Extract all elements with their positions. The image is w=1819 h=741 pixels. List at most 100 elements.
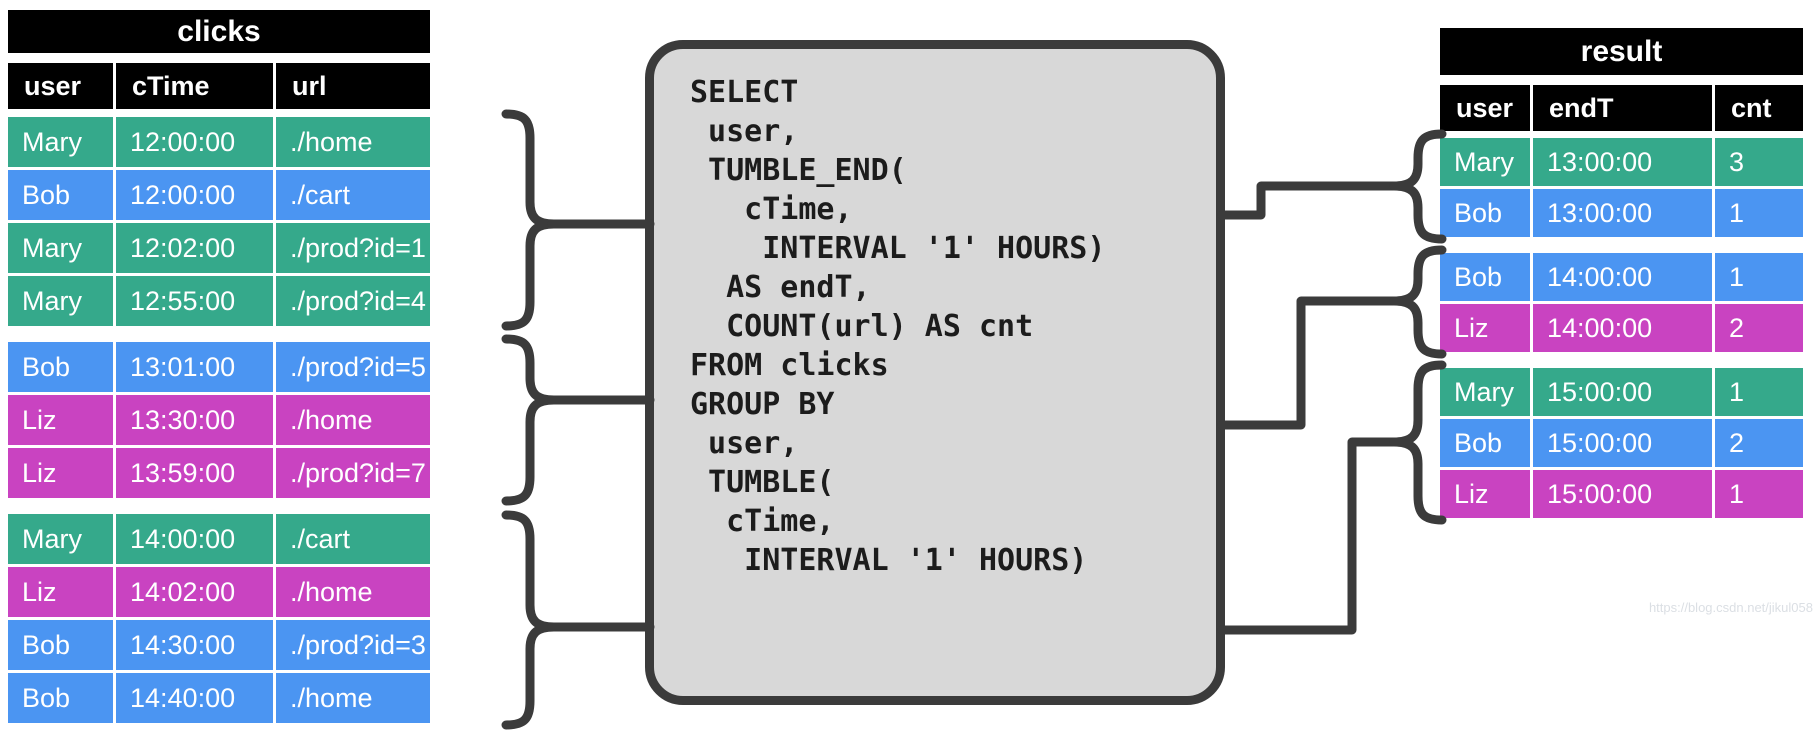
clicks-cell-user: Mary: [8, 276, 113, 326]
result-cell-user: Bob: [1440, 189, 1530, 237]
clicks-header-url: url: [276, 63, 430, 109]
clicks-cell-url: ./prod?id=1: [276, 223, 430, 273]
clicks-header-row: user cTime url: [8, 63, 430, 109]
clicks-cell-url: ./cart: [276, 170, 430, 220]
clicks-group1-brace: [501, 109, 559, 331]
result-header-cnt: cnt: [1715, 85, 1803, 131]
clicks-cell-url: ./prod?id=3: [276, 620, 430, 670]
result-cell-cnt: 2: [1715, 419, 1803, 467]
result-cell-user: Liz: [1440, 304, 1530, 352]
clicks-cell-user: Mary: [8, 223, 113, 273]
clicks-cell-user: Mary: [8, 514, 113, 564]
result-cell-cnt: 3: [1715, 138, 1803, 186]
result-table-title: result: [1440, 28, 1803, 75]
clicks-cell-url: ./home: [276, 395, 430, 445]
clicks-cell-user: Bob: [8, 170, 113, 220]
clicks-cell-cTime: 13:01:00: [116, 342, 273, 392]
clicks-cell-cTime: 12:00:00: [116, 117, 273, 167]
clicks-cell-cTime: 14:30:00: [116, 620, 273, 670]
result-header-user: user: [1440, 85, 1530, 131]
clicks-table-title: clicks: [8, 10, 430, 53]
result-cell-endT: 15:00:00: [1533, 470, 1712, 518]
result-cell-endT: 15:00:00: [1533, 368, 1712, 416]
clicks-cell-cTime: 13:30:00: [116, 395, 273, 445]
clicks-cell-cTime: 14:02:00: [116, 567, 273, 617]
result-cell-endT: 14:00:00: [1533, 253, 1712, 301]
clicks-cell-cTime: 12:55:00: [116, 276, 273, 326]
result-cell-endT: 13:00:00: [1533, 189, 1712, 237]
clicks-group2-brace: [501, 334, 559, 506]
result-cell-cnt: 1: [1715, 368, 1803, 416]
clicks-cell-url: ./cart: [276, 514, 430, 564]
clicks-cell-cTime: 13:59:00: [116, 448, 273, 498]
clicks-header-ctime: cTime: [116, 63, 273, 109]
result-header-row: user endT cnt: [1440, 85, 1803, 131]
result-cell-user: Mary: [1440, 138, 1530, 186]
result-cell-user: Bob: [1440, 419, 1530, 467]
clicks-cell-cTime: 14:00:00: [116, 514, 273, 564]
result-cell-user: Mary: [1440, 368, 1530, 416]
result-group2-connector: [1217, 296, 1401, 430]
clicks-header-user: user: [8, 63, 113, 109]
clicks-cell-user: Liz: [8, 567, 113, 617]
clicks-cell-url: ./prod?id=7: [276, 448, 430, 498]
clicks-cell-user: Mary: [8, 117, 113, 167]
watermark-url: https://blog.csdn.net/jikul058: [1648, 600, 1813, 615]
result-cell-user: Bob: [1440, 253, 1530, 301]
clicks-cell-url: ./home: [276, 673, 430, 723]
result-group3-brace: [1389, 360, 1447, 525]
result-cell-endT: 14:00:00: [1533, 304, 1712, 352]
result-cell-cnt: 1: [1715, 253, 1803, 301]
clicks-group3-brace: [501, 510, 559, 730]
clicks-cell-user: Bob: [8, 620, 113, 670]
clicks-cell-user: Bob: [8, 342, 113, 392]
result-cell-endT: 13:00:00: [1533, 138, 1712, 186]
clicks-cell-cTime: 14:40:00: [116, 673, 273, 723]
result-group1-brace: [1389, 129, 1447, 244]
result-cell-user: Liz: [1440, 470, 1530, 518]
clicks-cell-user: Liz: [8, 448, 113, 498]
clicks-cell-url: ./home: [276, 567, 430, 617]
clicks-cell-url: ./prod?id=4: [276, 276, 430, 326]
clicks-cell-url: ./home: [276, 117, 430, 167]
sql-query-box: SELECT user, TUMBLE_END( cTime, INTERVAL…: [645, 40, 1225, 705]
clicks-cell-cTime: 12:02:00: [116, 223, 273, 273]
result-cell-endT: 15:00:00: [1533, 419, 1712, 467]
clicks-cell-cTime: 12:00:00: [116, 170, 273, 220]
result-cell-cnt: 1: [1715, 189, 1803, 237]
result-header-endt: endT: [1533, 85, 1712, 131]
clicks-cell-user: Liz: [8, 395, 113, 445]
sql-query-code: SELECT user, TUMBLE_END( cTime, INTERVAL…: [690, 75, 1106, 578]
result-cell-cnt: 2: [1715, 304, 1803, 352]
clicks-cell-user: Bob: [8, 673, 113, 723]
clicks-cell-url: ./prod?id=5: [276, 342, 430, 392]
